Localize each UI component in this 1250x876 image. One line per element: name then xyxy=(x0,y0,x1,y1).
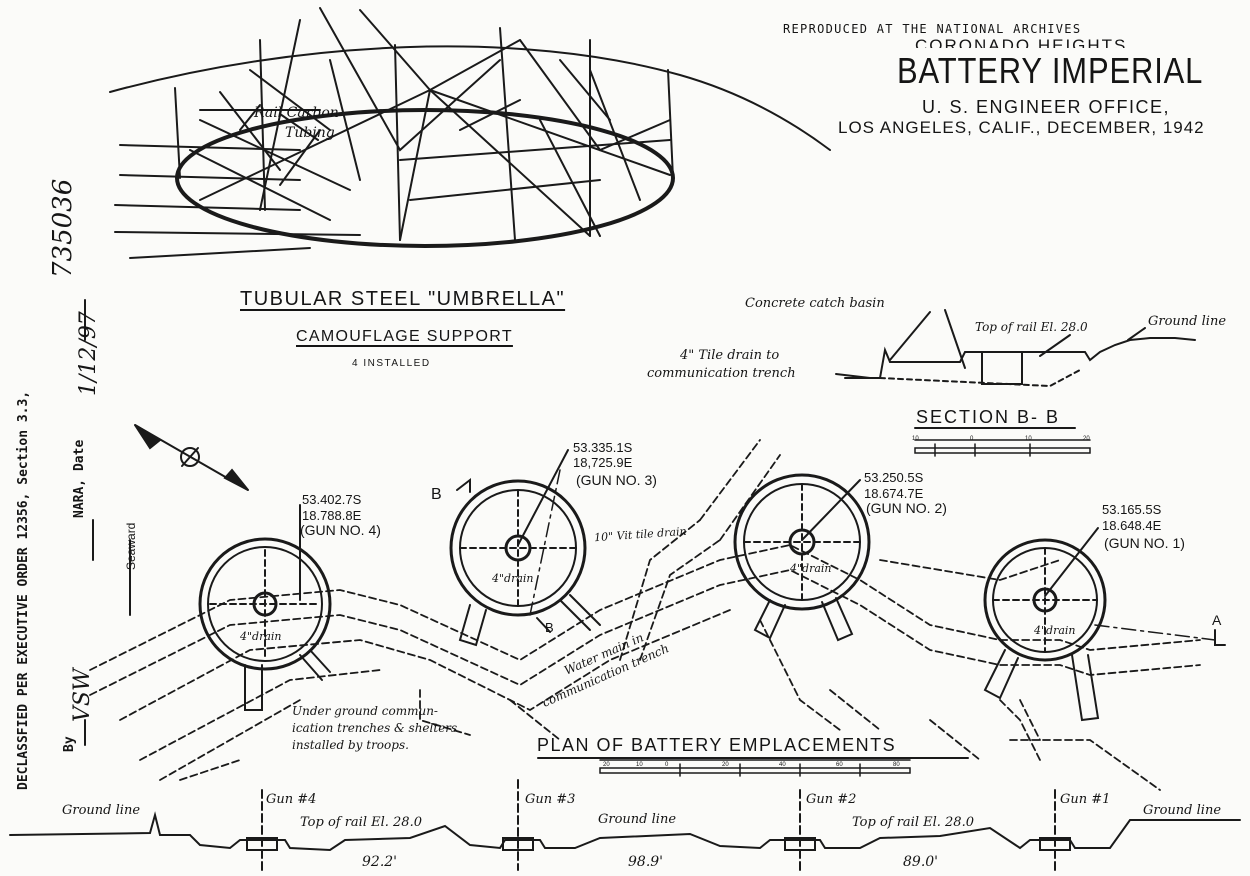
north-arrow-icon xyxy=(134,424,249,491)
plan-scale-label: 0 xyxy=(665,762,669,768)
profile-gun-1-label: Gun #1 xyxy=(1060,792,1111,807)
profile-rail-right: Top of rail El. 28.0 xyxy=(852,815,974,830)
archives-stamp: REPRODUCED AT THE NATIONAL ARCHIVES xyxy=(783,22,1082,36)
bottom-ground-profile xyxy=(9,779,1241,871)
gun-3-coord-e: 18,725.9E xyxy=(573,455,633,470)
plan-scale-label: 80 xyxy=(893,762,900,768)
section-b-b-profile xyxy=(835,309,1196,388)
section-marker-b-top: B xyxy=(431,486,442,503)
profile-gun-2-label: Gun #2 xyxy=(806,792,857,807)
gun-1-coord-s: 53.165.5S xyxy=(1102,502,1162,517)
profile-spacing-3-2: 98.9' xyxy=(628,854,664,870)
section-marker-a: A xyxy=(1212,612,1222,628)
seaward-label: Seaward xyxy=(124,522,138,570)
plan-title: PLAN OF BATTERY EMPLACEMENTS xyxy=(537,735,897,755)
margin-lines xyxy=(84,299,94,746)
section-line-a xyxy=(1094,624,1216,641)
tile-drain-line2: communication trench xyxy=(647,366,796,381)
section-ground-label: Ground line xyxy=(1148,314,1227,329)
nara-date-label: NARA, Date xyxy=(72,439,87,518)
section-rail-label: Top of rail El. 28.0 xyxy=(975,320,1088,334)
gun-1-coord-e: 18.648.4E xyxy=(1102,518,1162,533)
gun-4-drain: 4"drain xyxy=(240,630,282,643)
location-date: LOS ANGELES, CALIF., DECEMBER, 1942 xyxy=(838,118,1205,137)
plan-scale-label: 60 xyxy=(836,762,843,768)
gun-emplacement-2 xyxy=(733,473,871,642)
gun-1-drain: 4"drain xyxy=(1034,624,1076,637)
plan-scale-label: 40 xyxy=(779,762,786,768)
gun-emplacement-3 xyxy=(449,449,601,647)
gun-emplacement-1 xyxy=(983,527,1107,722)
profile-ground-right: Ground line xyxy=(1143,803,1222,818)
profile-ground-mid: Ground line xyxy=(598,812,677,827)
plan-scale-label: 20 xyxy=(603,762,610,768)
catch-basin-label: Concrete catch basin xyxy=(745,296,885,311)
trench-note-line1: Under ground commun- xyxy=(292,704,438,718)
sheet-title: BATTERY IMPERIAL xyxy=(897,50,1204,91)
umbrella-title: TUBULAR STEEL "UMBRELLA" xyxy=(240,288,566,310)
plan-scale-label: 10 xyxy=(636,762,643,768)
gun-3-coord-s: 53.335.1S xyxy=(573,440,633,455)
record-number: 735036 xyxy=(48,178,78,278)
plan-scale-label: 20 xyxy=(722,762,729,768)
gun-3-drain: 4"drain xyxy=(492,572,534,585)
section-scale-label: 10 xyxy=(912,436,919,442)
gun-4-coord-s: 53.402.7S xyxy=(302,492,362,507)
section-title: SECTION B- B xyxy=(916,407,1061,427)
section-scale-bar xyxy=(914,439,1091,457)
partial-title: CORONADO HEIGHTS xyxy=(915,36,1128,48)
nara-date-value: 1/12/97 xyxy=(76,311,101,396)
gun-3-name: (GUN NO. 3) xyxy=(576,472,657,488)
gun-4-name: (GUN NO. 4) xyxy=(300,522,381,538)
profile-ground-left: Ground line xyxy=(62,803,141,818)
by-label: By xyxy=(62,736,77,752)
trench-note-line2: ication trenches & shelters xyxy=(292,721,458,735)
reviewer-initials: VSW xyxy=(70,668,95,722)
section-marker-b-bottom: B xyxy=(545,620,554,635)
umbrella-count: 4 INSTALLED xyxy=(352,358,431,369)
profile-gun-3-label: Gun #3 xyxy=(525,792,576,807)
gun-emplacement-4 xyxy=(198,504,332,711)
gun-2-drain: 4"drain xyxy=(790,562,832,575)
office-name: U. S. ENGINEER OFFICE, xyxy=(922,97,1171,117)
section-scale-label: 0 xyxy=(970,436,974,442)
section-scale-label: 10 xyxy=(1025,436,1032,442)
gun-2-coord-s: 53.250.5S xyxy=(864,470,924,485)
umbrella-note-line1: Rail Carbon xyxy=(254,105,339,121)
profile-spacing-2-1: 89.0' xyxy=(903,854,939,870)
plan-scale-bar xyxy=(599,759,911,777)
tile-drain-line1: 4" Tile drain to xyxy=(680,348,780,363)
umbrella-note-line2: Tubing xyxy=(285,125,335,141)
trench-note-line3: installed by troops. xyxy=(292,738,409,752)
section-scale-label: 20 xyxy=(1083,436,1090,442)
umbrella-structure xyxy=(109,7,831,259)
profile-spacing-4-3: 92.2' xyxy=(362,854,398,870)
gun-1-name: (GUN NO. 1) xyxy=(1104,535,1185,551)
profile-rail-left: Top of rail El. 28.0 xyxy=(300,815,422,830)
umbrella-subtitle: CAMOUFLAGE SUPPORT xyxy=(296,328,513,345)
declassification-stamp: DECLASSFIED PER EXECUTIVE ORDER 12356, S… xyxy=(16,390,31,790)
gun-4-coord-e: 18.788.8E xyxy=(302,508,362,523)
gun-2-coord-e: 18.674.7E xyxy=(864,486,924,501)
profile-gun-4-label: Gun #4 xyxy=(266,792,317,807)
gun-2-name: (GUN NO. 2) xyxy=(866,500,947,516)
